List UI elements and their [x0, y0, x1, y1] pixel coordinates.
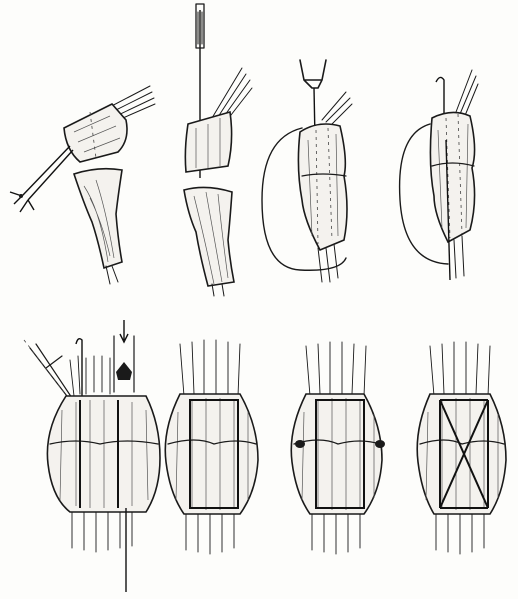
panel-5: [24, 320, 160, 592]
panel-7-left-knot: [295, 440, 305, 448]
panel-4: [400, 70, 478, 280]
panel-2-lower-stump: [184, 187, 234, 286]
panel-1-forceps: [10, 146, 73, 212]
panel-3-clamp-head: [300, 60, 326, 88]
panel-3: [262, 60, 352, 282]
panel-5-down-arrow: [120, 320, 128, 342]
panel-5-cone: [116, 362, 132, 380]
panel-6: [165, 340, 258, 554]
panel-1-lower-stump: [74, 169, 122, 268]
panel-8-tendon: [417, 394, 506, 514]
panel-3-tendon: [298, 124, 347, 250]
panel-8: [417, 342, 506, 554]
panel-7-right-knot: [375, 440, 385, 448]
panel-7-tendon: [291, 394, 382, 514]
panel-6-tendon: [165, 394, 258, 514]
panel-2-upper-stump: [185, 112, 231, 172]
panel-7: [291, 342, 385, 554]
panel-5-needle-holder: [30, 344, 72, 400]
panel-1: [10, 86, 155, 284]
panel-2: [184, 4, 252, 296]
panel-1-upper-stump: [64, 104, 127, 162]
